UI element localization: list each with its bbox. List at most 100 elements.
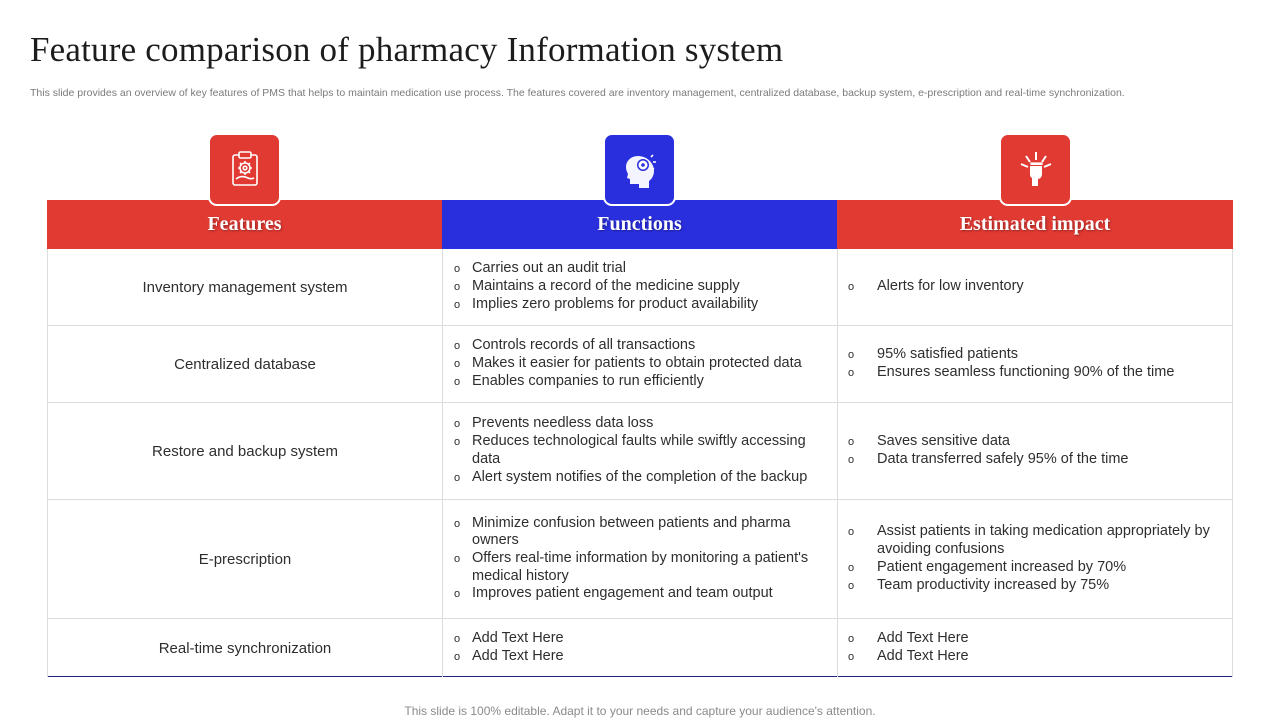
feature-cell: Real-time synchronization [47, 619, 442, 677]
bullet-marker: o [848, 349, 855, 361]
bullet-marker: o [454, 358, 461, 370]
impact-list: o Saves sensitive data o Data transferred s… [838, 433, 1232, 469]
bullet-text: Add Text Here [472, 630, 564, 646]
bullet-marker: o [454, 436, 461, 449]
bullet-text: Patient engagement increased by 70% [877, 558, 1127, 575]
bullet-marker: o [454, 633, 461, 645]
page-subtitle: This slide provides an overview of key f… [30, 87, 1125, 99]
list-item: o Minimize confusion between patients and… [454, 515, 823, 550]
list-item: o Prevents needless data loss [454, 415, 823, 433]
list-item: o Alerts for low inventory [848, 278, 1218, 296]
functions-list: o Minimize confusion between patients and… [443, 515, 837, 603]
table-row: Inventory management system o Carries out … [47, 249, 1233, 326]
feature-cell: E-prescription [47, 500, 442, 618]
bullet-marker: o [848, 633, 855, 645]
bullet-text: Controls records of all transactions [472, 337, 696, 353]
bullet-text: Implies zero problems for product availa… [472, 296, 759, 312]
table-row: E-prescription o Minimize confusion betwee… [47, 500, 1233, 619]
list-item: o Maintains a record of the medicine supp… [454, 278, 823, 296]
bullet-marker: o [454, 418, 461, 431]
feature-cell: Inventory management system [47, 249, 442, 325]
impact-cell: o Alerts for low inventory [837, 249, 1233, 325]
impact-cell: o Saves sensitive data o Data transferred s… [837, 403, 1233, 499]
bullet-marker: o [848, 526, 855, 539]
list-item: o Enables companies to run efficiently [454, 373, 823, 391]
bullet-marker: o [454, 651, 461, 663]
impact-list: o Alerts for low inventory [838, 278, 1232, 296]
bullet-text: 95% satisfied patients [877, 346, 1019, 362]
bullet-text: Add Text Here [877, 630, 969, 646]
table-row: Centralized database o Controls records of… [47, 326, 1233, 403]
bullet-text: Improves patient engagement and team out… [472, 585, 773, 602]
list-item: o Add Text Here [454, 630, 823, 648]
bullet-text: Data transferred safely 95% of the time [877, 451, 1129, 467]
bullet-text: Add Text Here [877, 648, 969, 664]
bullet-text: Carries out an audit trial [472, 260, 626, 276]
bullet-marker: o [454, 340, 461, 352]
header-features: Features [47, 200, 442, 249]
list-item: o Patient engagement increased by 70% [848, 559, 1218, 577]
head-gear-icon [603, 133, 676, 206]
list-item: o Alert system notifies of the completion… [454, 469, 823, 487]
bullet-marker: o [848, 454, 855, 466]
impact-cell: o Assist patients in taking medication ap… [837, 500, 1233, 618]
bullet-marker: o [454, 263, 461, 275]
feature-cell: Centralized database [47, 326, 442, 402]
bullet-text: Maintains a record of the medicine suppl… [472, 278, 740, 294]
bullet-marker: o [848, 651, 855, 663]
bullet-marker: o [454, 553, 461, 565]
list-item: o Data transferred safely 95% of the time [848, 451, 1218, 469]
functions-cell: o Minimize confusion between patients and… [442, 500, 837, 618]
raised-fist-icon [999, 133, 1072, 206]
bullet-text: Alerts for low inventory [877, 278, 1024, 294]
list-item: o Assist patients in taking medication ap… [848, 523, 1218, 558]
feature-comparison-table: Features Functions Estimated impact Inve… [47, 200, 1233, 677]
bullet-text: Enables companies to run efficiently [472, 373, 704, 389]
bullet-marker: o [848, 561, 855, 574]
list-item: o Improves patient engagement and team ou… [454, 585, 823, 603]
bullet-text: Makes it easier for patients to obtain p… [472, 355, 802, 371]
bullet-text: Saves sensitive data [877, 433, 1010, 449]
list-item: o Offers real-time information by monitor… [454, 550, 823, 585]
list-item: o Add Text Here [848, 648, 1218, 666]
bullet-marker: o [848, 579, 855, 592]
bullet-marker: o [454, 471, 461, 484]
bullet-text: Offers real-time information by monitori… [472, 550, 809, 584]
list-item: o Add Text Here [848, 630, 1218, 648]
list-item: o Carries out an audit trial [454, 260, 823, 278]
list-item: o Makes it easier for patients to obtain … [454, 355, 823, 373]
bullet-marker: o [454, 376, 461, 388]
bullet-text: Reduces technological faults while swift… [472, 433, 806, 467]
header-functions: Functions [442, 200, 837, 249]
bullet-text: Prevents needless data loss [472, 415, 654, 432]
bullet-text: Alert system notifies of the completion … [472, 468, 808, 485]
bullet-text: Minimize confusion between patients and … [472, 514, 791, 549]
footer-note: This slide is 100% editable. Adapt it to… [404, 704, 876, 718]
clipboard-gear-icon [208, 133, 281, 206]
table-header: Features Functions Estimated impact [47, 200, 1233, 249]
bullet-text: Add Text Here [472, 648, 564, 664]
bullet-marker: o [454, 588, 461, 601]
impact-list: o Assist patients in taking medication ap… [838, 523, 1232, 594]
list-item: o Add Text Here [454, 648, 823, 666]
list-item: o Controls records of all transactions [454, 337, 823, 355]
bullet-text: Assist patients in taking medication app… [877, 523, 1210, 557]
header-impact: Estimated impact [837, 200, 1233, 249]
bullet-marker: o [454, 517, 461, 530]
list-item: o Reduces technological faults while swif… [454, 433, 823, 468]
bullet-marker: o [454, 281, 461, 293]
bullet-marker: o [848, 281, 855, 293]
